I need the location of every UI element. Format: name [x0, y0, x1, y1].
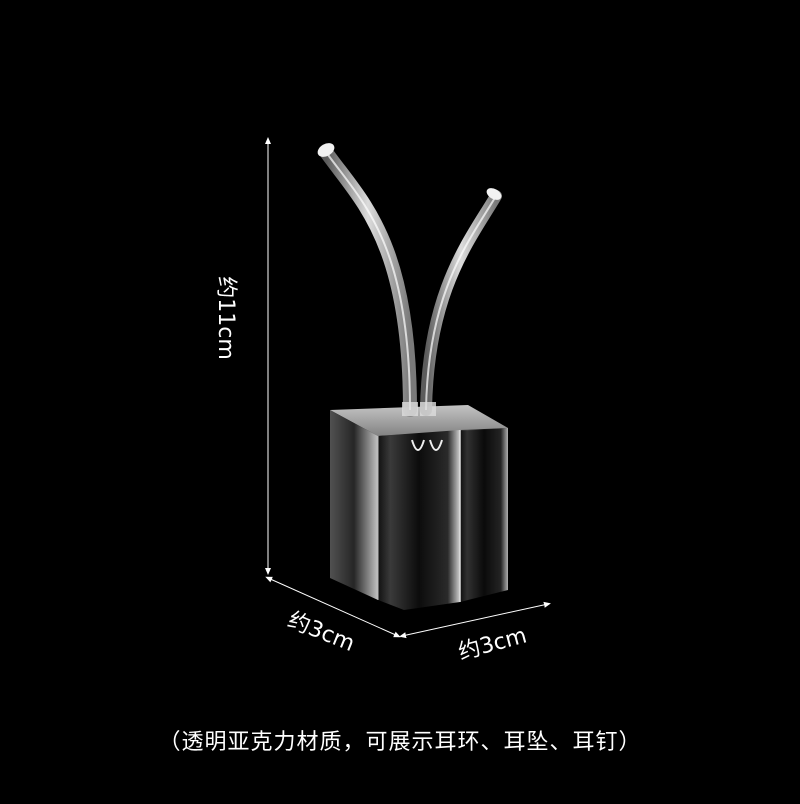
left-socket: [402, 402, 418, 416]
block-front-face: [378, 430, 460, 610]
height-label: 约11cm: [213, 276, 238, 360]
width-dimension-line: [399, 601, 551, 639]
depth-dimension-line: [265, 576, 401, 638]
acrylic-base-block: [330, 405, 508, 610]
right-socket: [420, 402, 436, 416]
tube-reflection: [429, 439, 443, 451]
material-caption: （透明亚克力材质，可展示耳环、耳坠、耳钉）: [158, 730, 642, 755]
block-top-face: [330, 405, 508, 436]
tube-reflection: [411, 439, 425, 451]
right-arm-tip: [486, 188, 502, 200]
right-acrylic-arm: [420, 190, 502, 416]
block-right-face: [460, 428, 508, 602]
left-arm-highlight: [325, 151, 411, 411]
right-arm-highlight: [425, 195, 497, 411]
left-arm-tip: [317, 143, 335, 157]
block-side-face: [330, 410, 378, 600]
